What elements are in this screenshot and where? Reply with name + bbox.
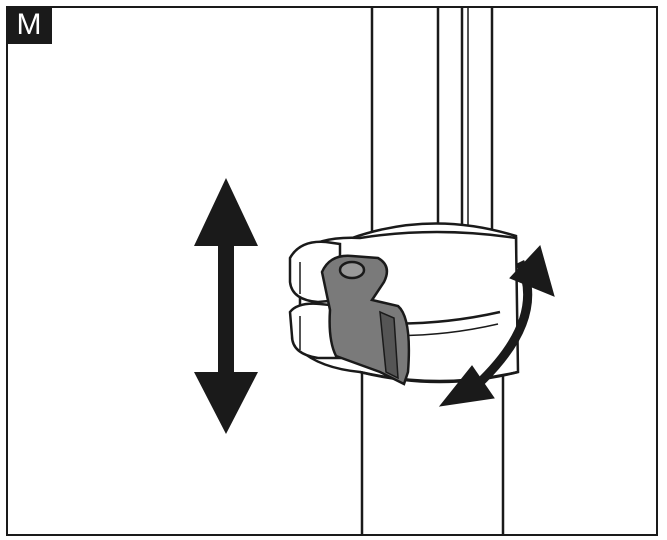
curved-double-arrow-icon bbox=[438, 245, 555, 407]
double-arrow-vertical-icon bbox=[194, 178, 258, 434]
step-label: M bbox=[6, 6, 52, 44]
lower-tube bbox=[360, 360, 505, 536]
upper-tube bbox=[370, 8, 494, 240]
clamp-lever bbox=[320, 254, 411, 386]
